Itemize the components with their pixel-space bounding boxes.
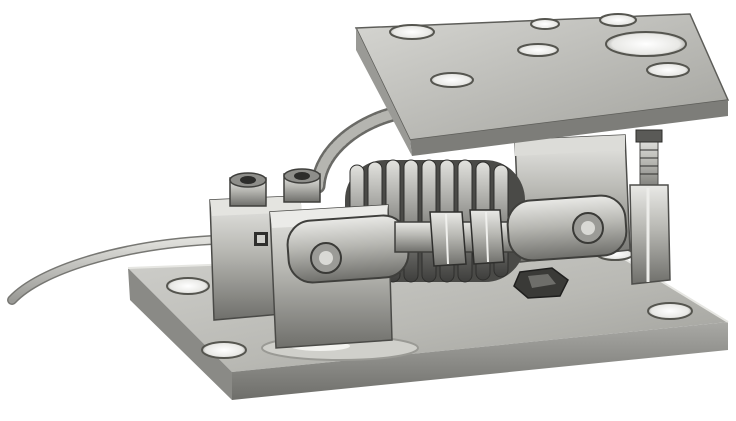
- top-plate: [354, 13, 730, 156]
- left-link: [286, 214, 410, 284]
- cable: [7, 235, 217, 305]
- threaded-bolt: [635, 129, 663, 175]
- base-nut: [513, 267, 569, 299]
- right-support-post: [629, 134, 671, 285]
- right-link: [506, 194, 628, 262]
- connecting-rod: [394, 209, 526, 267]
- housing-screw: [283, 168, 321, 203]
- housing-screw: [229, 172, 267, 207]
